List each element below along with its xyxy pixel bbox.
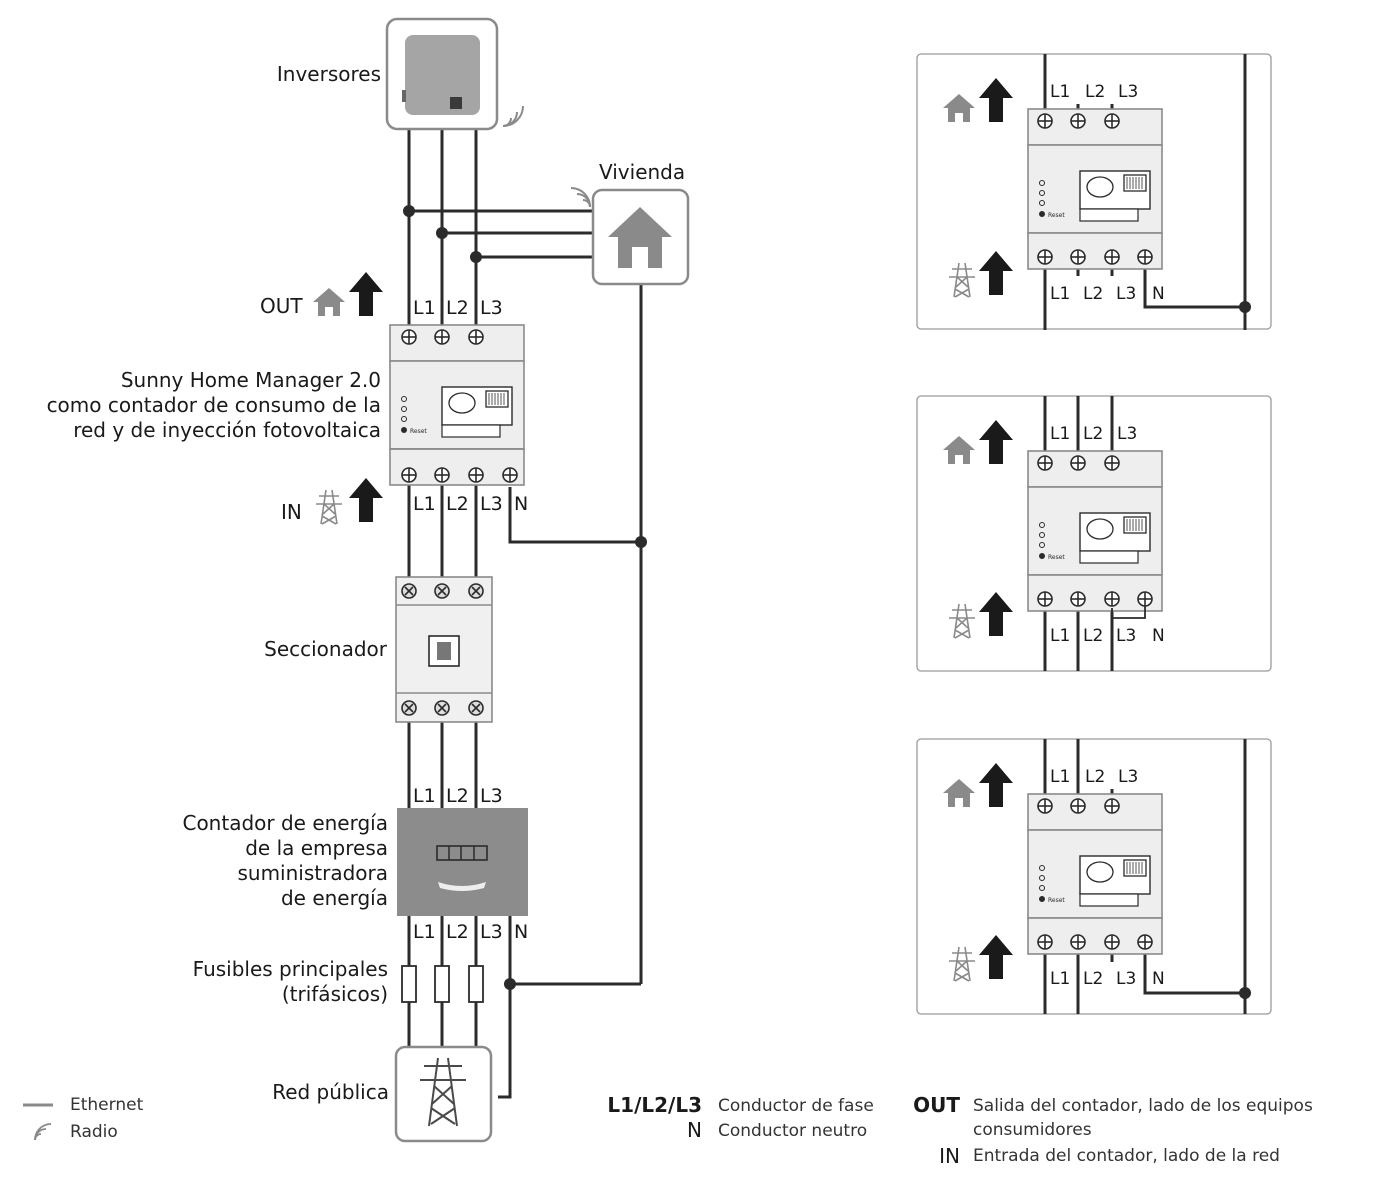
arrow-up-icon xyxy=(349,272,383,316)
meter-label-line: de energía xyxy=(280,886,388,910)
manager-label-line: red y de inyección fotovoltaica xyxy=(73,418,381,442)
phase-label-l1: L1 xyxy=(1050,424,1071,444)
phase-label-l3: L3 xyxy=(1118,767,1139,787)
legend-out-desc-line: consumidores xyxy=(973,1120,1092,1140)
phase-label-l2: L2 xyxy=(446,493,469,515)
legend-radio: Radio xyxy=(70,1122,118,1142)
inverters-label: Inversores xyxy=(276,62,381,86)
variant-panel-3 xyxy=(916,738,1272,1015)
phase-label-n: N xyxy=(514,493,529,515)
phase-label-l1: L1 xyxy=(413,493,436,515)
radio-icon xyxy=(570,187,591,208)
phase-label-l2: L2 xyxy=(1085,767,1106,787)
grid-label: Red pública xyxy=(272,1080,389,1104)
pylon-icon xyxy=(315,489,343,525)
legend-out-desc-line: Salida del contador, lado de los equipos xyxy=(973,1096,1313,1116)
legend-in-desc: Entrada del contador, lado de la red xyxy=(973,1146,1280,1166)
main-fuses xyxy=(401,965,484,1003)
phase-label-n: N xyxy=(1152,969,1165,989)
phase-label-l3: L3 xyxy=(480,297,503,319)
phase-label-l3: L3 xyxy=(1116,969,1137,989)
phase-label-l1: L1 xyxy=(1050,284,1071,304)
disconnector-label: Seccionador xyxy=(264,637,387,661)
radio-icon xyxy=(34,1123,52,1141)
public-grid xyxy=(394,1045,493,1143)
meter-label-line: Contador de energía xyxy=(182,811,388,835)
phase-label-l1: L1 xyxy=(413,785,436,807)
manager-label-line: como contador de consumo de la xyxy=(46,393,381,417)
fuses-label: Fusibles principales (trifásicos) xyxy=(150,957,388,1007)
legend-phase-key: L1/L2/L3 xyxy=(607,1093,702,1117)
phase-label-l2: L2 xyxy=(446,921,469,943)
in-label: IN xyxy=(281,500,302,524)
house-icon xyxy=(313,288,345,316)
phase-label-l1: L1 xyxy=(1050,767,1071,787)
phase-label-l2: L2 xyxy=(1083,284,1104,304)
variant-panel-1 xyxy=(916,53,1272,330)
home-label: Vivienda xyxy=(599,160,686,184)
legend-in-key: IN xyxy=(939,1144,960,1168)
phase-label-l3: L3 xyxy=(1118,82,1139,102)
legend-out-desc: Salida del contador, lado de los equipos… xyxy=(973,1094,1313,1142)
meter-label-line: suministradora xyxy=(237,861,388,885)
phase-label-l3: L3 xyxy=(1116,626,1137,646)
phase-label-l1: L1 xyxy=(1050,82,1071,102)
meter-label-line: de la empresa xyxy=(245,836,388,860)
phase-label-l3: L3 xyxy=(480,493,503,515)
fuses-label-line: (trifásicos) xyxy=(281,982,388,1006)
inverter-icon xyxy=(385,17,499,131)
manager-label-line: Sunny Home Manager 2.0 xyxy=(120,368,381,392)
phase-label-l1: L1 xyxy=(413,921,436,943)
disconnector xyxy=(395,576,493,723)
house-icon xyxy=(591,188,690,286)
legend-neutral-key: N xyxy=(687,1118,702,1142)
legend-ethernet: Ethernet xyxy=(70,1095,144,1115)
phase-label-l2: L2 xyxy=(1083,424,1104,444)
legend-phase-desc: Conductor de fase xyxy=(718,1096,874,1116)
phase-label-n: N xyxy=(1152,284,1165,304)
legend-out-key: OUT xyxy=(913,1093,960,1117)
phase-label-l2: L2 xyxy=(446,785,469,807)
legend-neutral-desc: Conductor neutro xyxy=(718,1121,868,1141)
phase-label-l2: L2 xyxy=(1083,969,1104,989)
phase-label-l1: L1 xyxy=(1050,969,1071,989)
manager-label: Sunny Home Manager 2.0 como contador de … xyxy=(20,368,381,443)
phase-label-l3: L3 xyxy=(480,785,503,807)
wire-junctions xyxy=(403,205,647,990)
phase-label-n: N xyxy=(514,921,529,943)
phase-label-l3: L3 xyxy=(480,921,503,943)
phase-label-l2: L2 xyxy=(1083,626,1104,646)
fuses-label-line: Fusibles principales xyxy=(192,957,388,981)
phase-label-l2: L2 xyxy=(1085,82,1106,102)
phase-label-l3: L3 xyxy=(1117,424,1138,444)
variant-panel-2 xyxy=(916,395,1272,672)
sunny-home-manager xyxy=(389,324,525,486)
phase-label-l1: L1 xyxy=(1050,626,1071,646)
arrow-up-icon xyxy=(349,478,383,522)
phase-label-l1: L1 xyxy=(413,297,436,319)
phase-label-l3: L3 xyxy=(1116,284,1137,304)
out-label: OUT xyxy=(260,294,303,318)
meter-label: Contador de energía de la empresa sumini… xyxy=(150,811,388,911)
radio-icon xyxy=(502,105,524,127)
phase-label-l2: L2 xyxy=(446,297,469,319)
phase-label-n: N xyxy=(1152,626,1165,646)
utility-meter xyxy=(397,808,528,916)
